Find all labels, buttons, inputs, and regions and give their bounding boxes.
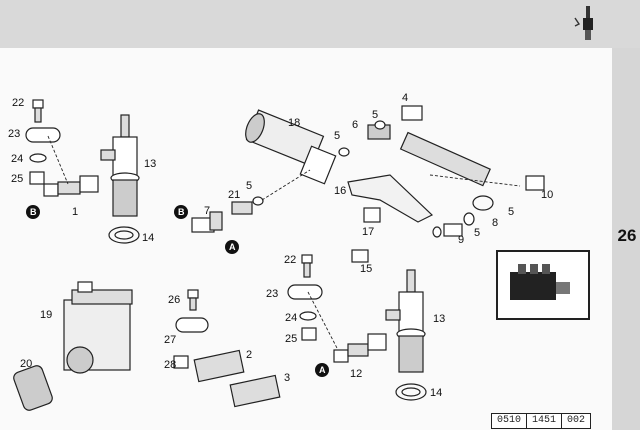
seal-ring-14-lower-inner [401,387,421,397]
doc-number-part: 002 [561,414,590,428]
part-label: 6 [352,119,358,131]
seal-ring-14-lower [395,383,427,401]
marker-a: A [319,365,326,375]
part-label: 13 [144,158,156,170]
washer-24-upper [29,153,47,163]
fitting-12 [333,333,387,363]
elbow-7 [191,211,223,233]
screw-17 [363,207,381,223]
side-tab [612,48,640,430]
washer-5-top [374,120,386,130]
part-label: 16 [334,185,346,197]
connector-box-19 [63,281,133,374]
clamp-block-2 [193,349,245,383]
part-label: 5 [508,206,514,218]
part-label: 7 [204,205,210,217]
clamp-23-lower [287,284,323,300]
part-label: 14 [430,387,442,399]
fitting-9 [432,223,463,238]
leader-line [47,135,69,185]
seal-ring-14-upper [108,226,140,244]
nut-25-lower [301,327,317,341]
clamp-27 [175,317,209,333]
sleeve-28 [173,355,189,369]
marker-b: B [30,207,37,217]
washer-24-lower [299,311,317,321]
washer-5-left [338,147,350,157]
part-label: 24 [11,153,23,165]
location-inset [496,250,590,320]
part-label: 5 [372,109,378,121]
part-label: 5 [334,130,340,142]
seal-ring-14-upper-inner [114,230,134,240]
part-label: 10 [541,189,553,201]
connector-21 [231,196,264,215]
bracket-16 [347,174,434,223]
part-label: 14 [142,232,154,244]
part-label: 19 [40,309,52,321]
document-number: 0510 1451 002 [491,413,592,429]
part-label: 8 [492,217,498,229]
part-label: 5 [474,227,480,239]
doc-number-part: 0510 [497,415,522,426]
pump-18 [245,109,337,185]
nozzle-holder-lower [385,269,426,373]
part-label: 12 [350,368,362,380]
nut-25-upper [29,171,45,185]
leader-line [307,291,339,351]
callout-markers: B B A A [26,205,329,377]
nozzle-holder-upper [100,114,140,217]
marker-b: B [178,207,185,217]
part-label: 25 [11,173,23,185]
plug-20 [13,365,53,411]
engine-block-icon [510,264,570,300]
part-label: 28 [164,359,176,371]
doc-number-part: 1451 [526,414,561,428]
part-label: 21 [228,189,240,201]
washer-8 [463,212,475,226]
fitting-10 [525,175,545,191]
part-label: 20 [20,358,32,370]
fitting-1 [43,175,99,197]
screw-15 [351,249,369,263]
part-label: 22 [284,254,296,266]
part-label: 5 [246,180,252,192]
clamp-23-upper [25,127,61,143]
marker-a: A [229,242,236,252]
injector-thumbnail-icon [574,6,593,40]
part-label: 26 [168,294,180,306]
part-label: 2 [246,349,252,361]
part-label: 13 [433,313,445,325]
part-label: 3 [284,372,290,384]
header-band [0,0,640,48]
screw-26 [187,289,199,311]
leader-line [429,174,521,187]
leader-line [261,169,311,201]
part-label: 22 [12,97,24,109]
part-label: 15 [360,263,372,275]
part-label: 1 [72,206,78,218]
fitting-4 [401,105,423,121]
part-label: 18 [288,117,300,129]
part-label: 23 [8,128,20,140]
part-label: 25 [285,333,297,345]
part-label: 23 [266,288,278,300]
screw-22-upper [32,99,44,123]
part-label: 27 [164,334,176,346]
part-label: 4 [402,92,408,104]
part-label: 9 [458,234,464,246]
clamp-block-3 [229,374,281,408]
part-label: 17 [362,226,374,238]
part-label: 24 [285,312,297,324]
page-number: 26 [617,226,637,245]
part-number-labels: 22 23 24 25 1 13 14 18 21 5 7 5 6 4 5 16… [8,92,553,399]
screw-22-lower [301,254,313,278]
